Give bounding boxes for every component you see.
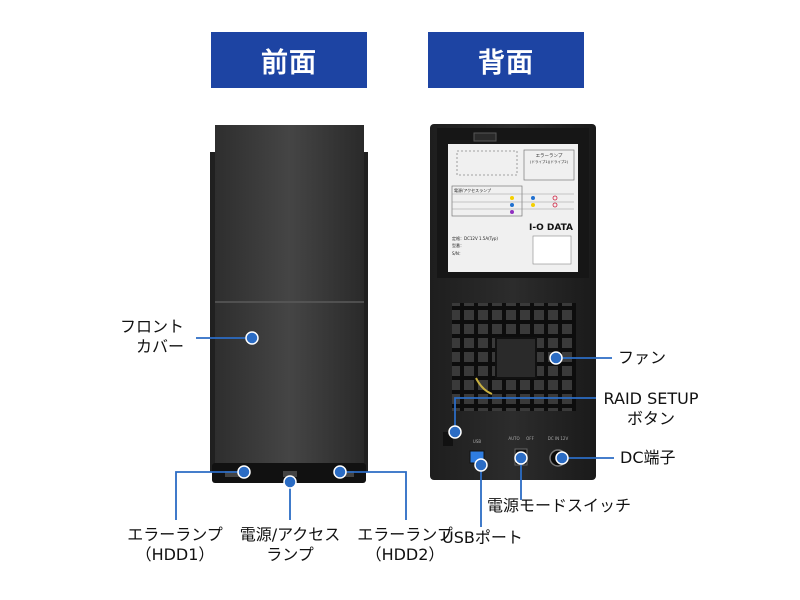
- callout-line-error-lamp1: [175, 471, 244, 520]
- label-power-lamp-line2: ランプ: [266, 545, 314, 564]
- label-raid-setup-line2: ボタン: [626, 409, 675, 428]
- label-front-cover: フロント カバー: [100, 317, 184, 357]
- label-dc-jack: DC端子: [620, 448, 676, 467]
- port-label-auto: AUTO: [508, 436, 519, 441]
- front-header: 前面: [211, 32, 367, 88]
- label-error-lamp1: エラーランプ （HDD1）: [110, 525, 240, 565]
- callout-dots: [237, 331, 569, 489]
- label-dot-yellow: [510, 196, 514, 200]
- label-power-lamp: 電源/アクセス ランプ: [230, 525, 350, 565]
- label-error-lamp1-line2: （HDD1）: [135, 545, 215, 564]
- front-base-slot-right: [340, 471, 354, 477]
- label-raid-setup-line1: RAID SETUP: [603, 389, 699, 408]
- label-serial-box: [532, 235, 572, 265]
- back-device: エラーランプ (ドライブ1)(ドライブ2) 電源/アクセスランプ I-O DAT…: [430, 124, 596, 480]
- label-error-lamp2: エラーランプ （HDD2）: [340, 525, 470, 565]
- label-dot-purple: [510, 210, 514, 214]
- callout-dot-front-cover: [245, 331, 259, 345]
- callout-line-error-lamp2: [340, 471, 407, 520]
- callout-dot-dc: [555, 451, 569, 465]
- label-diagram-box: [456, 150, 518, 176]
- label-brand-logo: I-O DATA: [529, 223, 573, 233]
- label-dot-blue: [510, 203, 514, 207]
- label-usb-port: USBポート: [442, 528, 523, 547]
- label-rating: 定格：DC12V 1.5A(Typ): [452, 235, 498, 241]
- callout-lines: [175, 337, 614, 527]
- callout-dot-fan: [549, 351, 563, 365]
- label-dot-red: [552, 195, 558, 201]
- fan-wire: [475, 377, 493, 395]
- front-base-slot-left: [225, 471, 239, 477]
- label-power-lamp-line1: 電源/アクセス: [239, 525, 341, 544]
- label-fan: ファン: [618, 348, 667, 367]
- front-device: [210, 125, 368, 483]
- label-error-lamp-box: [523, 149, 575, 181]
- port-label-usb: USB: [473, 439, 481, 444]
- callout-dot-raid: [448, 425, 462, 439]
- label-model: 型番：: [452, 242, 464, 248]
- raid-port-recess: [443, 432, 453, 446]
- label-dot-yellow-2: [531, 203, 535, 207]
- label-error-lamp1-line1: エラーランプ: [127, 525, 223, 544]
- callout-dot-error-lamp2: [333, 465, 347, 479]
- label-error-lamp2-line2: （HDD2）: [365, 545, 445, 564]
- security-slot: [473, 132, 497, 142]
- label-front-cover-line1: フロント: [119, 317, 184, 336]
- label-dot-blue-2: [531, 196, 535, 200]
- fan-hub: [495, 337, 537, 379]
- label-power-switch: 電源モードスイッチ: [487, 496, 632, 515]
- port-label-dc: DC IN 12V: [548, 436, 569, 441]
- label-front-cover-line2: カバー: [135, 337, 184, 356]
- label-dot-red-2: [552, 202, 558, 208]
- callout-dot-usb: [474, 458, 488, 472]
- callout-dot-power-switch: [514, 451, 528, 465]
- front-cover: [215, 125, 364, 475]
- label-power-access-lamp: 電源/アクセスランプ: [454, 187, 491, 193]
- label-serial: S/N：: [452, 251, 463, 256]
- label-raid-setup: RAID SETUP ボタン: [598, 389, 704, 429]
- callout-dot-power-lamp: [283, 475, 297, 489]
- callout-dot-error-lamp1: [237, 465, 251, 479]
- back-header: 背面: [428, 32, 584, 88]
- callout-line-raid: [454, 397, 596, 432]
- front-base-slot-mid: [283, 471, 297, 477]
- port-label-off: OFF: [526, 436, 534, 441]
- label-error-lamp2-line1: エラーランプ: [357, 525, 453, 544]
- label-error-lamp-title: エラーランプ: [536, 153, 563, 159]
- label-error-lamp-sub: (ドライブ1)(ドライブ2): [530, 159, 569, 164]
- label-lamp-table: [451, 185, 523, 217]
